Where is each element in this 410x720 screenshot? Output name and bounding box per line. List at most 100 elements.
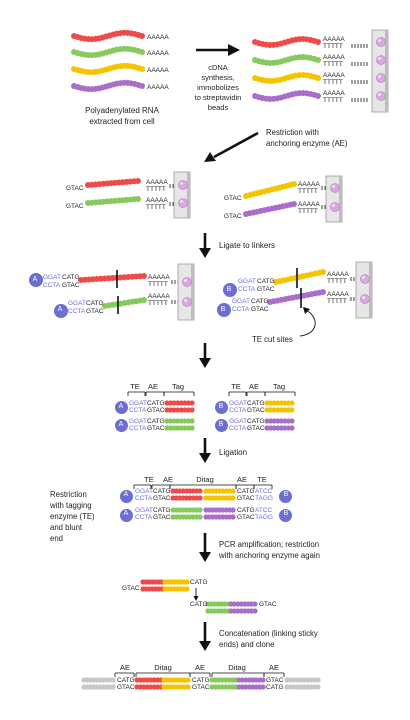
nucleotide-bead [171, 418, 177, 424]
nucleotide-bead [189, 425, 195, 431]
arrow-down-icon [199, 622, 211, 651]
polyt-label: TTTTT [298, 188, 318, 195]
ggat-seq: GGAT [135, 507, 153, 514]
streptavidin-bead [376, 91, 386, 101]
catg-seq: CATG [117, 677, 135, 684]
nucleotide-bead [282, 400, 288, 406]
nucleotide-bead [320, 289, 326, 295]
gtac-seq: GTAC [153, 514, 171, 521]
ccta-seq: CCTA [229, 407, 247, 414]
arrow-down-icon [199, 233, 211, 258]
linker-a-label: A [33, 276, 38, 283]
polya-label: AAAAA [147, 50, 169, 57]
nucleotide-bead [271, 418, 277, 424]
nucleotide-bead [260, 684, 266, 690]
polya-label: AAAAA [147, 34, 169, 41]
catg-seq: CATG [237, 507, 255, 514]
catg-seq: CATG [147, 400, 165, 407]
bead-highlight [180, 200, 183, 203]
linker-a-label: A [124, 510, 129, 517]
plate-edge [369, 262, 372, 318]
polyt-label: TTTTT [148, 281, 168, 288]
nucleotide-bead [267, 425, 274, 431]
gtac-seq: GTAC [257, 286, 275, 293]
polya-label: AAAAA [146, 179, 168, 186]
nucleotide-bead [285, 425, 292, 431]
ditag-label: Ditag [196, 475, 214, 484]
nucleotide-bead [260, 677, 266, 683]
polya-label: AAAAA [327, 291, 349, 298]
ligation-label: Ligation [219, 448, 247, 457]
nucleotide-bead [185, 677, 191, 683]
nucleotide-bead [175, 400, 181, 406]
catg-seq: CATG [247, 400, 265, 407]
nucleotide-bead [189, 418, 195, 424]
nucleotide-bead [275, 418, 281, 424]
nucleotide-bead [139, 33, 145, 39]
ae-label: AE [269, 663, 279, 672]
nucleotide-bead [171, 407, 177, 413]
ditag-label: Ditag [228, 663, 246, 672]
nucleotide-bead [315, 75, 321, 81]
bead-highlight [332, 204, 335, 207]
atcc-seq: ATCC [255, 507, 273, 514]
polya-label: AAAAA [147, 84, 169, 91]
nucleotide-bead [278, 418, 284, 424]
nucleotide-bead [230, 495, 236, 501]
nucleotide-bead [184, 579, 190, 585]
nucleotide-bead [271, 407, 277, 413]
streptavidin-bead [330, 202, 340, 212]
arrow-down-icon [199, 533, 211, 562]
linker-block [279, 490, 292, 503]
polyt-label: TTTTT [323, 97, 343, 104]
catg-seq: CATG [190, 601, 208, 608]
nucleotide-bead [264, 407, 270, 413]
nucleotide-bead [185, 400, 192, 406]
gtac-overhang: GTAC [224, 213, 242, 220]
arrow-down-icon [199, 343, 211, 368]
te-label: TE [130, 382, 140, 391]
nucleotide-bead [185, 684, 191, 690]
nucleotide-bead [230, 507, 236, 513]
nucleotide-bead [320, 269, 326, 275]
nucleotide-bead [278, 400, 284, 406]
gtac-seq: GTAC [147, 425, 165, 432]
nucleotide-bead [289, 400, 295, 406]
bead-highlight [362, 296, 365, 299]
nucleotide-bead [289, 418, 295, 424]
restriction-ae-line-2: anchoring enzyme (AE) [266, 139, 348, 148]
ae-label: AE [148, 382, 158, 391]
linker-block [115, 401, 128, 414]
polyt-label: TTTTT [323, 79, 343, 86]
ggat-seq: GGAT [238, 278, 256, 285]
gtac-seq: GTAC [122, 585, 140, 592]
nucleotide-bead [185, 407, 192, 413]
catg-seq: CATG [237, 488, 255, 495]
linker-block [120, 509, 133, 522]
gtac-seq: GTAC [247, 407, 265, 414]
nucleotide-bead [315, 39, 321, 45]
plate-edge [187, 172, 190, 218]
plate-edge [339, 176, 342, 222]
nucleotide-bead [175, 418, 181, 424]
nucleotide-bead [275, 425, 281, 431]
gtac-seq: GTAC [266, 677, 284, 684]
nucleotide-bead [289, 425, 295, 431]
nucleotide-bead [178, 425, 184, 431]
bead-highlight [378, 93, 381, 96]
nucleotide-bead [285, 407, 292, 413]
te-cut-pointer-head [303, 307, 310, 314]
nucleotide-bead [197, 514, 203, 520]
streptavidin-bead [360, 274, 370, 284]
gtac-seq: GTAC [192, 684, 210, 691]
ae-label: AE [195, 663, 205, 672]
nucleotide-bead [275, 407, 281, 413]
tag-label: Tag [172, 382, 184, 391]
bead-highlight [332, 185, 335, 188]
nucleotide-bead [184, 586, 190, 592]
gtac-seq: GTAC [247, 425, 265, 432]
polyt-label: TTTTT [298, 208, 318, 215]
concatemer [81, 672, 321, 690]
te-label: TE [144, 475, 154, 484]
nucleotide-bead [271, 425, 277, 431]
